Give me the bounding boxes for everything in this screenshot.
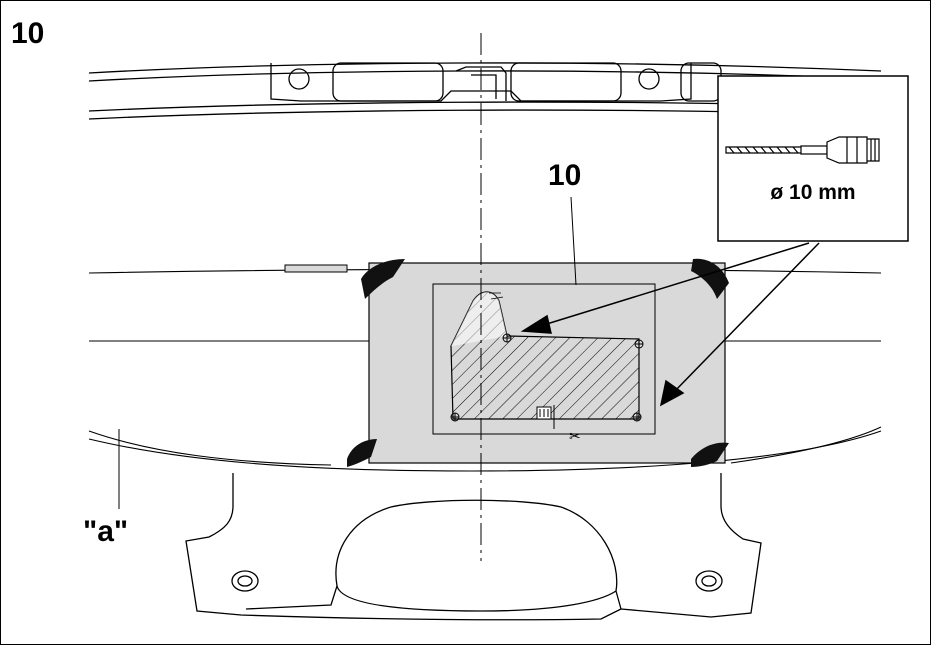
tape-corner-top-left (361, 259, 405, 299)
drill-hole-bottom-left (450, 412, 460, 422)
rail-hole-left (288, 68, 310, 90)
tape-corner-top-right (691, 258, 729, 299)
callout-arrows (520, 242, 820, 407)
reference-label-a: "a" (83, 515, 128, 548)
tape-corner-bottom-right (691, 442, 729, 467)
tape-strip-icon (284, 264, 348, 273)
rail-slot-left (332, 62, 444, 102)
drill-hole-top-left (502, 333, 512, 343)
drill-hole-bottom-right (632, 412, 642, 422)
template-inner-outline (432, 283, 656, 435)
lower-hole-left (231, 570, 259, 592)
tape-corners (347, 258, 729, 467)
lower-bumper (185, 473, 762, 621)
tape-corner-bottom-left (347, 439, 377, 467)
arrow-head-hole-right (659, 379, 685, 407)
arrow-head-hole-top (520, 314, 552, 334)
drill-callout-box (717, 75, 909, 242)
drill-size-label: ø 10 mm (770, 181, 855, 204)
figure-number: 10 (11, 17, 44, 50)
template-number-leader (570, 196, 577, 286)
drill-holes (450, 333, 644, 422)
scissors-icon: ✂ (569, 429, 581, 445)
rail-slot-right (510, 62, 622, 102)
drill-hole-top-right (634, 339, 644, 349)
cut-marker (536, 405, 555, 429)
lower-hole-right (695, 570, 723, 592)
upper-bumper-rail (88, 62, 882, 120)
rail-hole-right (638, 68, 660, 90)
drill-bit-icon (725, 136, 880, 164)
template-number: 10 (548, 159, 581, 192)
body-panel-lines (88, 268, 882, 472)
